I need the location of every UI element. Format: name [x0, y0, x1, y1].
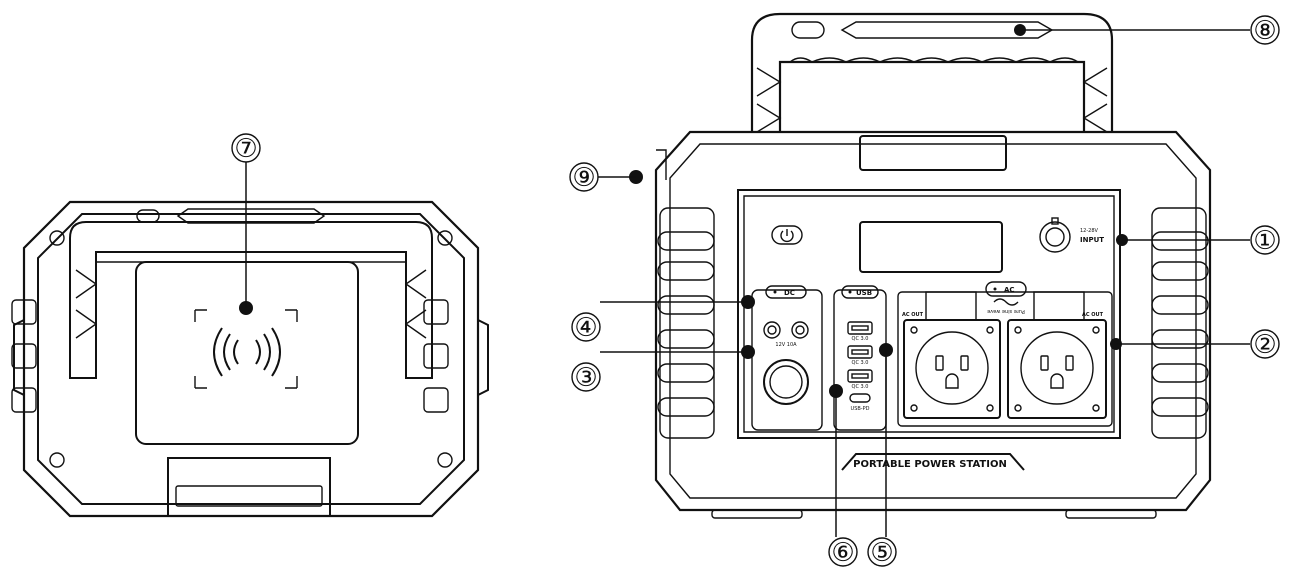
- car-socket: [763, 359, 809, 405]
- svg-text:Pure sine wave: Pure sine wave: [987, 308, 1025, 314]
- svg-text:AC: AC: [1004, 286, 1015, 294]
- callout-2: ②: [1253, 330, 1276, 360]
- svg-text:QC 3.0: QC 3.0: [852, 360, 869, 366]
- svg-text:AC OUT: AC OUT: [902, 312, 924, 318]
- svg-text:QC 3.0: QC 3.0: [852, 336, 869, 342]
- dc-label: DC: [784, 289, 795, 297]
- svg-text:12V 10A: 12V 10A: [775, 342, 797, 348]
- callout-8: ⑧: [1253, 16, 1276, 46]
- svg-text:AC OUT: AC OUT: [1082, 312, 1104, 318]
- brand-label: PORTABLE POWER STATION: [853, 459, 1007, 470]
- ac-outlet-left: [903, 291, 1001, 419]
- callout-6: ⑥: [831, 538, 854, 568]
- svg-text:12-28V: 12-28V: [1080, 228, 1099, 234]
- svg-text:QC 3.0: QC 3.0: [852, 384, 869, 390]
- dc-output-panel: [751, 289, 823, 431]
- svg-text:INPUT: INPUT: [1080, 236, 1104, 244]
- svg-text:USB: USB: [856, 289, 872, 297]
- callout-1: ①: [1253, 226, 1276, 256]
- left-grip: [657, 207, 715, 439]
- dc-input-port: [1039, 217, 1071, 253]
- lcd-display: [859, 221, 1003, 273]
- power-button[interactable]: [771, 225, 803, 245]
- ac-panel: [897, 291, 1113, 427]
- callout-7: ⑦: [234, 134, 257, 164]
- callout-4: ④: [574, 313, 597, 343]
- svg-text:USB-PD: USB-PD: [851, 406, 870, 412]
- callout-5: ⑤: [870, 538, 893, 568]
- power-icon: [780, 229, 794, 243]
- front-view: 12-28V INPUT DC 12V 10A USB QC 3.0 QC 3.…: [569, 12, 1280, 568]
- callout-9: ⑨: [572, 163, 595, 193]
- right-grip: [1151, 207, 1209, 439]
- ac-outlet-right: [1007, 291, 1107, 419]
- wireless-charging-icon: [213, 327, 281, 377]
- back-view: ⑦: [11, 133, 489, 518]
- callout-3: ③: [574, 363, 597, 393]
